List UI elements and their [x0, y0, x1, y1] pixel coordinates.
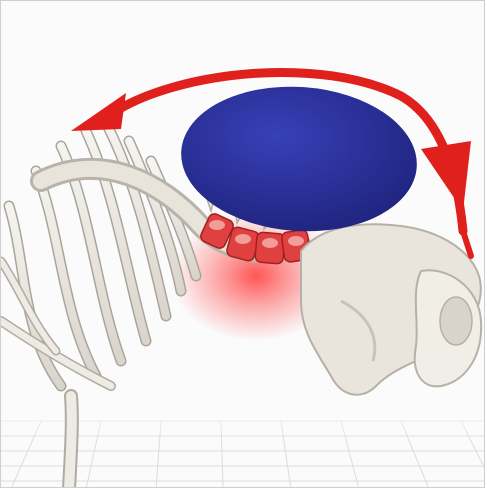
leg-bone	[69, 396, 72, 488]
pelvis-icon	[301, 224, 481, 394]
